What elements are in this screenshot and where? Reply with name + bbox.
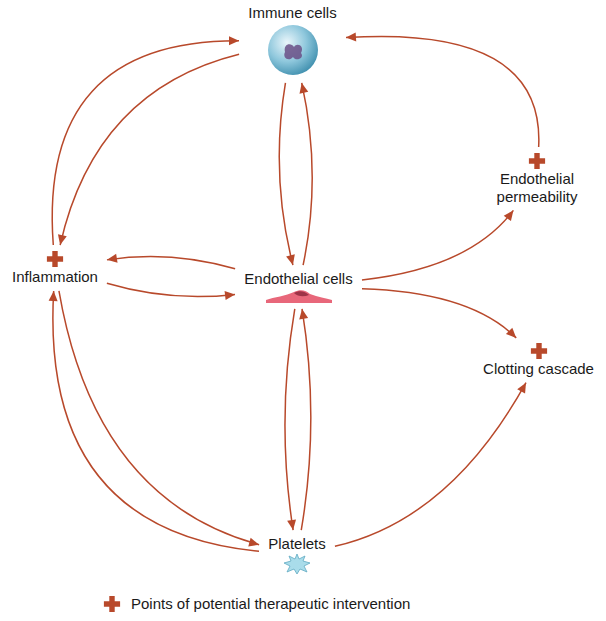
concept-node: Clotting cascade [477,340,600,380]
node-label: Endothelial permeability [485,170,589,206]
arrow-connector [362,210,513,280]
arrow-connector [279,83,295,265]
node-label: Immune cells [248,4,336,22]
arrow-connector [107,283,235,300]
intervention-plus [528,152,546,170]
arrow-connector [335,383,526,547]
intervention-plus [103,595,121,613]
arrow-connector [285,309,296,530]
arrow-connector [362,289,516,338]
legend-row: Points of potential therapeutic interven… [103,595,410,613]
arrow-connector [49,291,259,551]
concept-node: Inflammation [6,248,104,288]
intervention-plus [530,342,548,360]
arrow-connector [346,32,539,147]
node-label: Platelets [268,535,326,553]
arrow-connector [59,291,259,546]
node-label: Inflammation [12,268,98,286]
concept-node: Endothelial permeability [481,150,593,208]
arrow-connector [58,54,239,245]
endothelial-cell-icon [264,288,334,304]
arrow-connector [52,36,239,245]
concept-node: Platelets [262,533,332,577]
concept-node: Immune cells [242,2,343,80]
immune-cell-icon [265,22,321,78]
arrow-connector [299,309,311,530]
arrow-connector [299,83,312,265]
node-label: Endothelial cells [244,270,352,288]
legend-label: Points of potential therapeutic interven… [131,595,410,613]
arrow-connector [107,254,235,269]
concept-node: Endothelial cells [238,268,359,306]
intervention-plus [46,250,64,268]
node-label: Clotting cascade [483,360,594,378]
platelet-icon [283,553,311,575]
